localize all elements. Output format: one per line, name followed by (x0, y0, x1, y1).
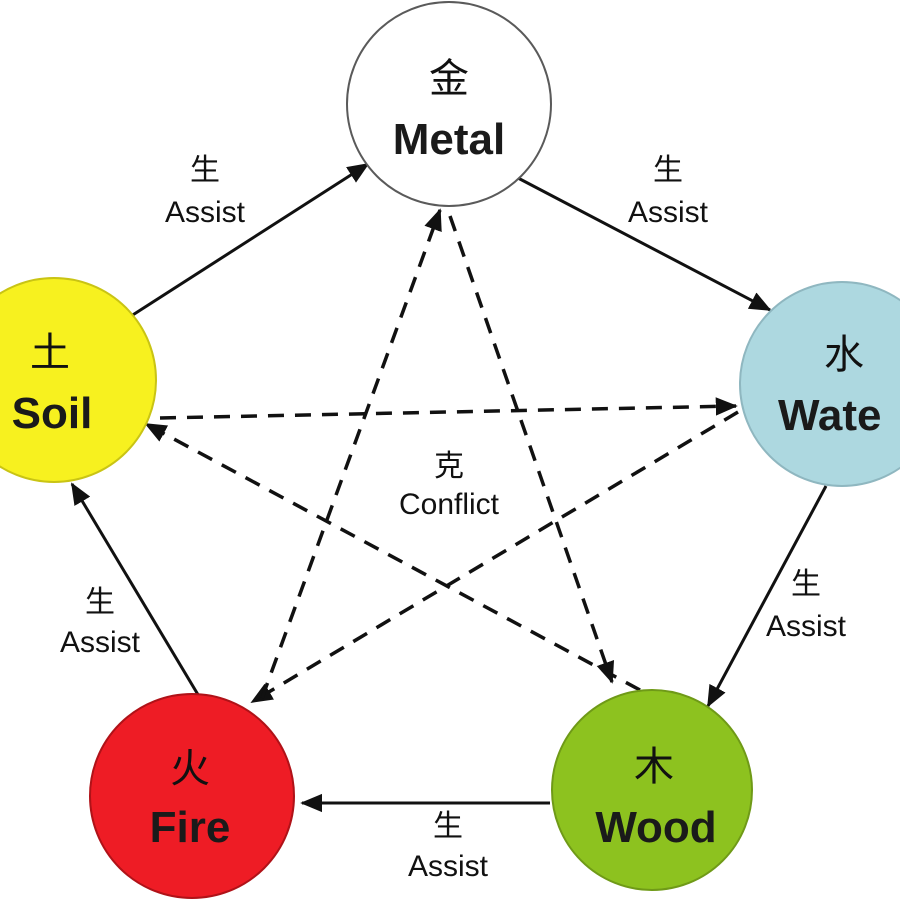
node-fire-circle (89, 693, 295, 899)
conflict-label: 克 Conflict (380, 440, 518, 526)
node-wood-character: 木 (634, 744, 674, 790)
arrow-fire-to-metal (260, 208, 442, 699)
assist-label-text: Assist (766, 610, 847, 643)
assist-label-water-wood: 生 Assist (766, 567, 847, 643)
node-water-circle (739, 281, 900, 487)
node-water-character: 水 (824, 332, 864, 378)
assist-label-text: Assist (408, 850, 489, 883)
assist-label-wood-fire: 生 Assist (408, 809, 489, 883)
assist-label-text: Assist (628, 196, 709, 229)
node-fire: 火 Fire (89, 693, 295, 899)
node-metal-character: 金 (429, 56, 469, 102)
node-wood: 木 Wood (551, 689, 753, 891)
node-fire-name: Fire (150, 803, 231, 852)
node-metal-circle (346, 1, 552, 207)
assist-arrows (70, 162, 828, 813)
arrow-soil-to-water (159, 397, 738, 420)
arrow-metal-to-water (517, 176, 772, 312)
assist-label-character: 生 (190, 153, 220, 188)
conflict-arrows (144, 208, 739, 704)
node-soil: 土 Soil (0, 277, 157, 483)
arrow-wood-to-soil (144, 422, 641, 692)
conflict-label-character: 克 (434, 449, 464, 484)
assist-label-character: 生 (85, 585, 115, 620)
node-soil-name: Soil (12, 389, 93, 438)
assist-label-soil-metal: 生 Assist (165, 153, 246, 229)
node-metal: 金 Metal (346, 1, 552, 207)
node-metal-name: Metal (393, 115, 505, 164)
node-fire-character: 火 (170, 746, 210, 792)
arrow-soil-to-metal (127, 162, 370, 320)
assist-label-character: 生 (433, 809, 463, 844)
node-soil-character: 土 (30, 330, 70, 376)
node-water-name: Wate (778, 391, 882, 440)
node-wood-name: Wood (595, 803, 716, 852)
node-wood-circle (551, 689, 753, 891)
assist-label-metal-water: 生 Assist (628, 153, 709, 229)
assist-label-character: 生 (653, 153, 683, 188)
arrow-metal-to-wood (448, 215, 615, 684)
arrow-fire-to-soil (70, 482, 202, 699)
assist-label-text: Assist (165, 196, 246, 229)
conflict-label-text: Conflict (399, 488, 500, 521)
assist-label-character: 生 (791, 567, 821, 602)
arrow-water-to-fire (250, 410, 739, 704)
assist-label-fire-soil: 生 Assist (60, 585, 141, 659)
arrow-water-to-wood (706, 485, 828, 708)
node-soil-circle (0, 277, 157, 483)
node-water: 水 Wate (739, 281, 900, 487)
assist-label-text: Assist (60, 626, 141, 659)
